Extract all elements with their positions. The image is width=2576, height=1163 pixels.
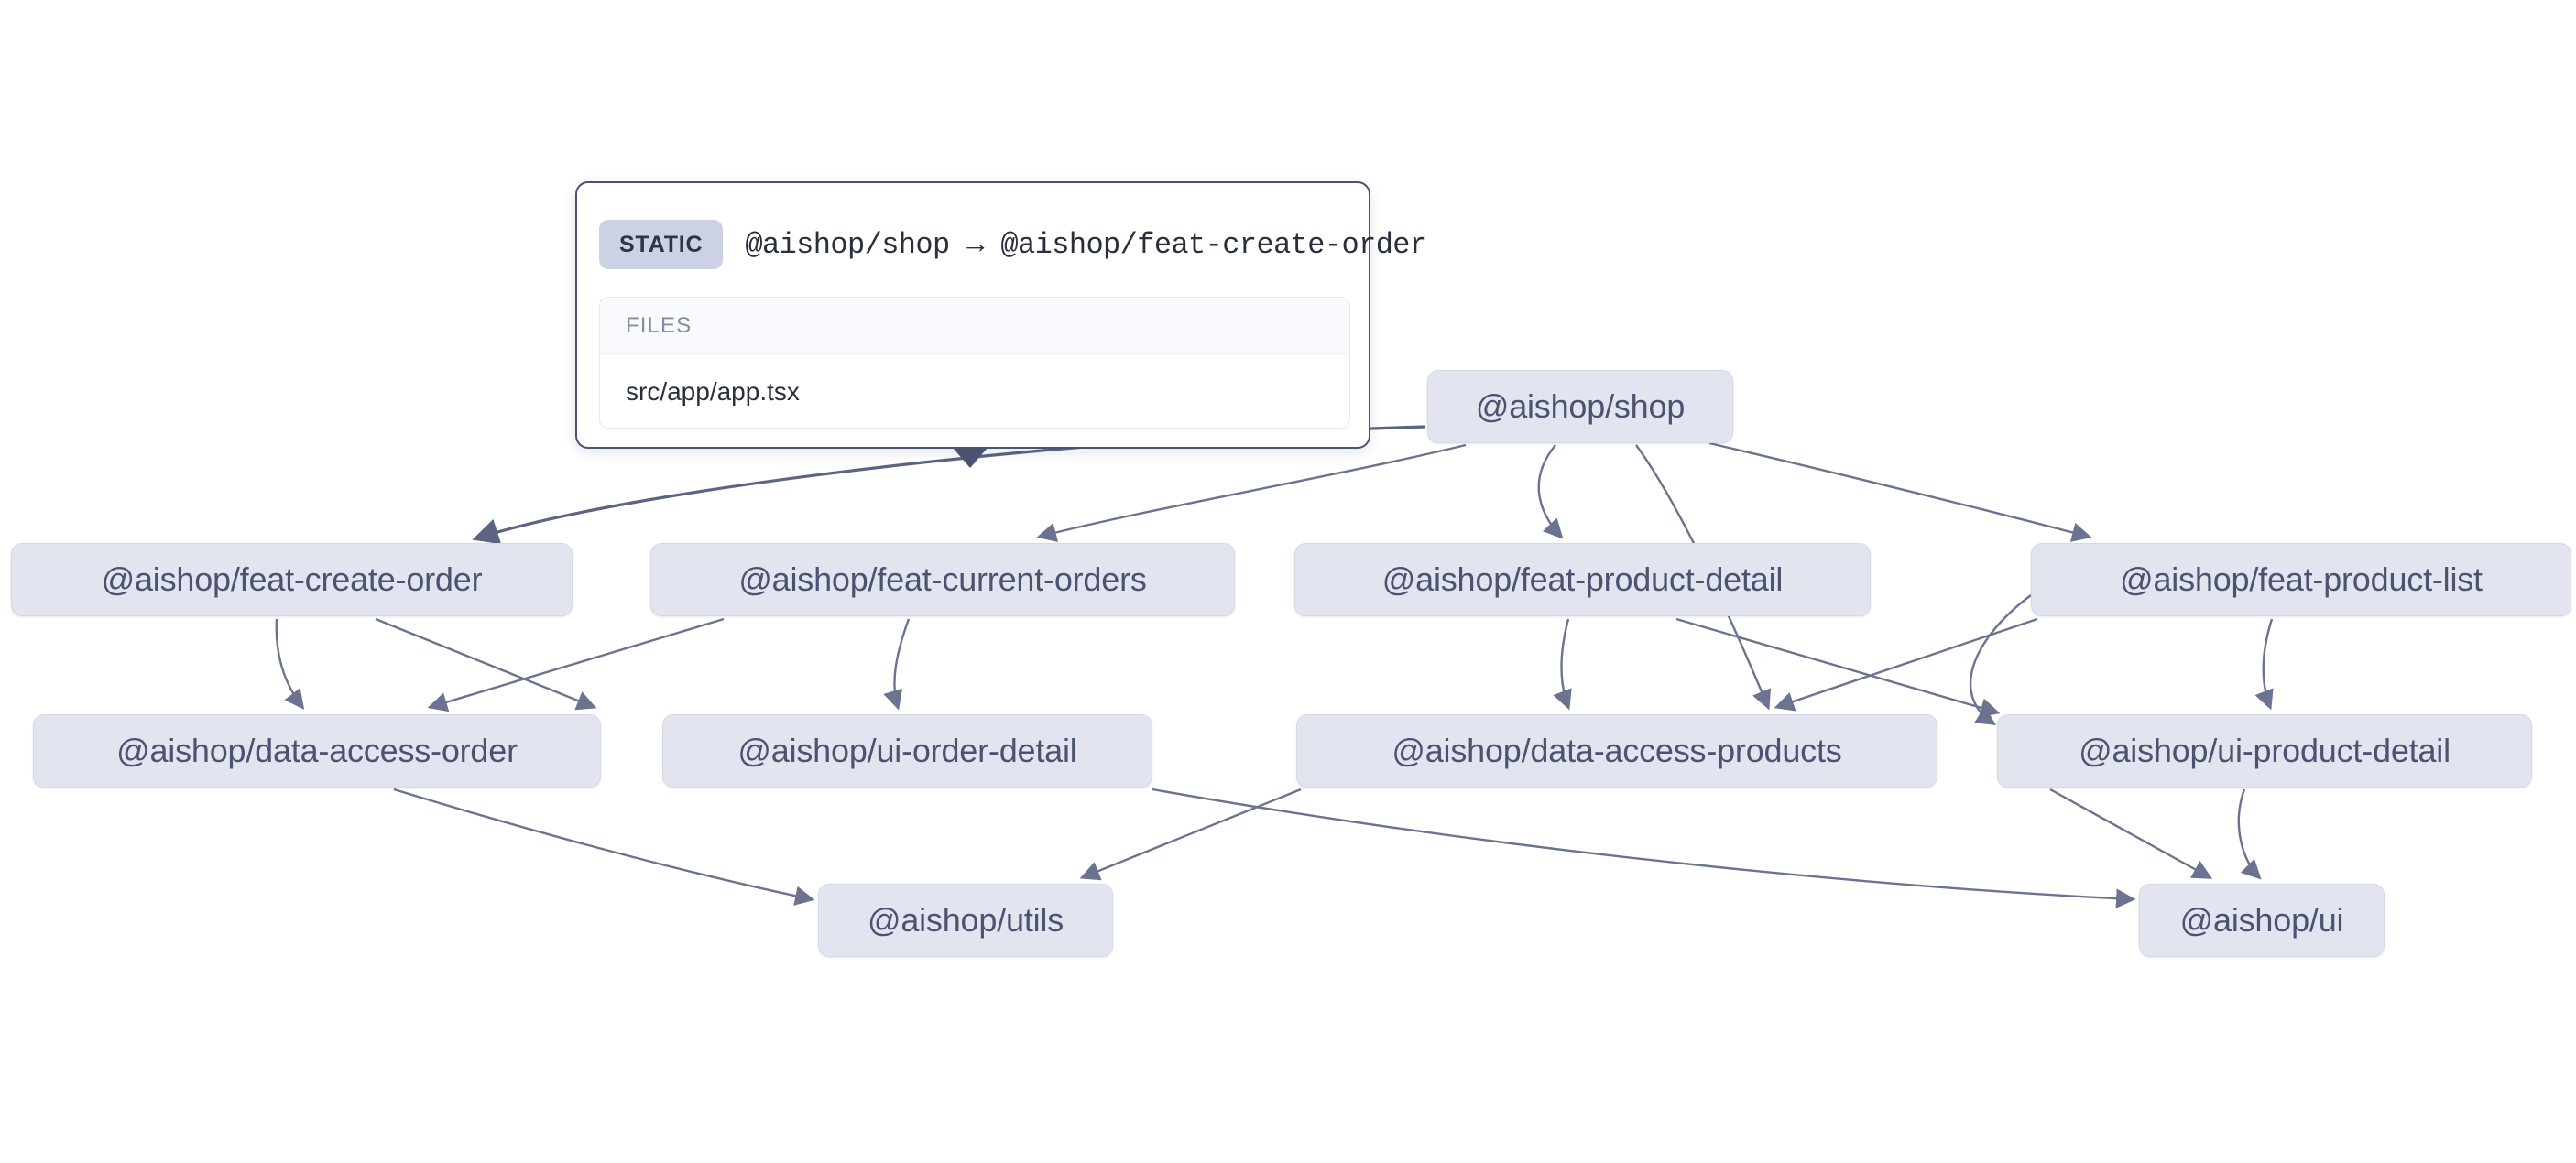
node-label: @aishop/feat-current-orders (738, 560, 1147, 598)
file-list-item[interactable]: src/app/app.tsx (600, 354, 1349, 428)
files-panel-header: FILES (600, 298, 1349, 354)
node-label: @aishop/utils (867, 901, 1064, 939)
node-label: @aishop/ui (2179, 901, 2344, 939)
edge-feat-current-orders-to-data-access-order (427, 617, 725, 712)
edge-feat-product-list-to-ui-product-detail (2254, 618, 2274, 711)
graph-node-data-access-products[interactable]: @aishop/data-access-products (1296, 714, 1937, 788)
edge-feat-product-detail-to-ui-product-detail (1675, 617, 2001, 718)
edge-feat-product-list-to-data-access-products (1774, 617, 2038, 712)
files-section-label: FILES (626, 312, 693, 338)
node-label: @aishop/shop (1475, 387, 1686, 425)
edge-feat-create-order-to-ui-order-detail (375, 617, 597, 711)
node-label: @aishop/feat-create-order (101, 560, 483, 598)
edge-shop-to-feat-product-detail (1537, 444, 1564, 539)
node-label: @aishop/feat-product-detail (1381, 560, 1784, 598)
node-label: @aishop/feat-product-list (2120, 560, 2483, 598)
graph-node-data-access-order[interactable]: @aishop/data-access-order (33, 714, 601, 788)
graph-node-ui-order-detail[interactable]: @aishop/ui-order-detail (662, 714, 1152, 788)
edge-feat-product-detail-to-data-access-products (1553, 618, 1572, 711)
node-label: @aishop/data-access-products (1392, 732, 1842, 769)
graph-node-feat-product-detail[interactable]: @aishop/feat-product-detail (1294, 543, 1871, 616)
static-badge: STATIC (599, 220, 724, 269)
edge-ui-product-detail-to-ui (2049, 788, 2213, 879)
graph-node-ui[interactable]: @aishop/ui (2139, 884, 2385, 957)
edge-ui-order-detail-to-ui (1152, 788, 2136, 908)
tooltip-header: STATIC @aishop/shop → @aishop/feat-creat… (599, 220, 1427, 269)
edge-data-access-products-to-utils (1079, 788, 1302, 881)
node-label: @aishop/ui-order-detail (737, 732, 1077, 769)
file-path: src/app/app.tsx (626, 376, 800, 406)
edge-data-access-order-to-utils (393, 788, 815, 906)
graph-node-feat-product-list[interactable]: @aishop/feat-product-list (2031, 543, 2571, 616)
edge-feat-product-list-to-ui-product-detail-alt (1970, 594, 2032, 725)
graph-node-feat-create-order[interactable]: @aishop/feat-create-order (11, 543, 573, 616)
edge-feat-current-orders-to-ui-order-detail (883, 618, 911, 711)
node-label: @aishop/data-access-order (116, 732, 518, 769)
graph-node-shop[interactable]: @aishop/shop (1427, 370, 1733, 443)
tooltip-pointer-arrow (953, 448, 988, 468)
edge-shop-to-feat-product-list (1708, 441, 2092, 542)
graph-node-utils[interactable]: @aishop/utils (818, 884, 1113, 957)
edge-ui-product-detail-to-ui-curve (2237, 788, 2262, 880)
files-panel: FILES src/app/app.tsx (599, 297, 1350, 429)
graph-node-feat-current-orders[interactable]: @aishop/feat-current-orders (650, 543, 1235, 616)
graph-node-ui-product-detail[interactable]: @aishop/ui-product-detail (1997, 714, 2532, 788)
edge-shop-to-feat-current-orders (1036, 443, 1467, 542)
tooltip-title: @aishop/shop → @aishop/feat-create-order (745, 227, 1427, 262)
edge-detail-tooltip[interactable]: STATIC @aishop/shop → @aishop/feat-creat… (575, 181, 1427, 449)
node-label: @aishop/ui-product-detail (2079, 732, 2450, 769)
edge-feat-create-order-to-data-access-order (275, 618, 305, 710)
